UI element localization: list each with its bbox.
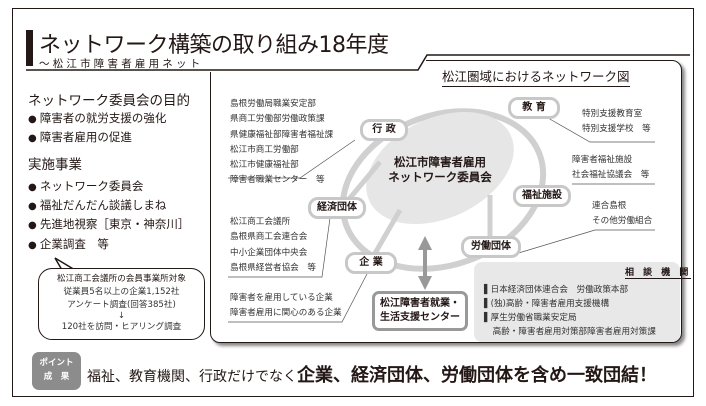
node-fukushi: 福祉施設 bbox=[513, 185, 571, 207]
member: 島根労働局職業安定部 bbox=[230, 99, 316, 109]
support-center-line: 松江障害者就業・ bbox=[380, 298, 460, 309]
purpose-item: 障害者雇用の促進 bbox=[28, 129, 132, 145]
bubble-line: 松江商工会議所の会員事業所対象 bbox=[57, 274, 186, 284]
network-ring bbox=[339, 108, 547, 272]
survey-speech-bubble: 松江商工会議所の会員事業所対象 従業員5名以上の企業1,152社 アンケート調査… bbox=[38, 268, 205, 340]
consult-item: 高齢・障害者雇用対策部障害者雇用対策課 bbox=[484, 327, 656, 337]
purpose-heading: ネットワーク委員会の目的 bbox=[28, 93, 190, 109]
member: 松江市商工労働部 bbox=[230, 144, 299, 155]
purpose-item: 障害者の就労支援の強化 bbox=[28, 110, 167, 126]
committee-line: ネットワーク委員会 bbox=[388, 170, 492, 184]
member: 松江商工会議所 bbox=[230, 217, 291, 227]
point-result-badge: ポイント 成 果 bbox=[32, 352, 81, 390]
member: 県商工労働部労働政策課 bbox=[230, 114, 325, 125]
node-kigyo: 企 業 bbox=[345, 252, 397, 274]
committee-label: 松江市障害者雇用 ネットワーク委員会 bbox=[375, 155, 505, 185]
fukushi-members: 障害者福祉施設 社会福祉協議会 等 bbox=[572, 153, 649, 184]
member: 県健康福祉部障害者福祉課 bbox=[230, 129, 334, 140]
bubble-line: 120社を訪問・ヒアリング調査 bbox=[61, 322, 182, 332]
consultation-box bbox=[474, 262, 680, 342]
node-keizai: 経済団体 bbox=[308, 197, 366, 219]
support-center-box: 松江障害者就業・ 生活支援センター bbox=[372, 291, 468, 331]
consult-item: ▌日本経済団体連合会 労働政策本部 bbox=[484, 285, 629, 295]
consult-list: ▌日本経済団体連合会 労働政策本部 ▌(独)高齢・障害者雇用支援機構 ▌厚生労働… bbox=[484, 283, 656, 339]
member: その他労働組合 bbox=[592, 216, 653, 227]
consult-item: ▌厚生労働省職業安定局 bbox=[484, 313, 577, 323]
outer-frame bbox=[12, 8, 694, 397]
down-arrow-icon: ↓ bbox=[117, 311, 126, 321]
activity-item: 企業調査 等 bbox=[28, 236, 109, 252]
node-rodo: 労働団体 bbox=[461, 236, 521, 258]
bubble-line: 従業員5名以上の企業1,152社 bbox=[63, 287, 180, 297]
activities-heading: 実施事業 bbox=[28, 157, 82, 173]
consult-title: 相 談 機 関 bbox=[625, 265, 692, 279]
arrow-down-icon bbox=[418, 276, 432, 290]
activity-item: 福祉だんだん談議しまね bbox=[28, 197, 167, 213]
bubble-line: アンケート調査(回答385社) bbox=[67, 300, 176, 310]
activity-item: ネットワーク委員会 bbox=[28, 178, 144, 194]
member: 障害者福祉施設 bbox=[572, 155, 633, 165]
title-bar-marker bbox=[26, 30, 33, 66]
member: 中小企業団体中央会 bbox=[230, 247, 308, 258]
member: 障害者を雇用している企業 bbox=[230, 293, 333, 303]
diagram-title: 松江圏域におけるネットワーク図 bbox=[442, 66, 630, 87]
member: 松江市健康福祉部 bbox=[230, 160, 299, 171]
member: 特別支援学校 等 bbox=[582, 124, 651, 135]
result-strong-text: 企業、経済団体、労働団体を含め一致団結！ bbox=[297, 365, 657, 386]
kigyo-members: 障害者を雇用している企業 障害者雇用に関心のある企業 bbox=[230, 291, 342, 322]
activity-item: 先進地視察［東京・神奈川］ bbox=[28, 216, 190, 232]
badge-line: ポイント bbox=[39, 358, 74, 368]
support-center-line: 生活支援センター bbox=[380, 312, 460, 323]
keizai-members: 松江商工会議所 島根県商工会連合会 中小企業団体中央会 島根県経営者協会 等 bbox=[230, 215, 316, 276]
center-ellipse bbox=[366, 111, 514, 225]
member: 島根県経営者協会 等 bbox=[230, 262, 316, 273]
member: 特別支援教育室 bbox=[582, 109, 643, 119]
member: 島根県商工会連合会 bbox=[230, 232, 308, 243]
node-gyosei: 行 政 bbox=[360, 119, 408, 141]
arrow-up-icon bbox=[418, 236, 432, 250]
member: 社会福祉協議会 等 bbox=[572, 170, 650, 181]
consult-item: ▌(独)高齢・障害者雇用支援機構 bbox=[484, 299, 610, 309]
rodo-members: 連合島根 その他労働組合 bbox=[592, 199, 652, 230]
result-normal-text: 福祉、教育機関、行政だけでなく bbox=[87, 369, 297, 385]
member: 障害者雇用に関心のある企業 bbox=[230, 308, 342, 319]
gyosei-members: 島根労働局職業安定部 県商工労働部労働政策課 県健康福祉部障害者福祉課 松江市商… bbox=[230, 97, 333, 189]
member: 障害者職業センター 等 bbox=[230, 175, 325, 186]
node-kyoiku: 教 育 bbox=[508, 97, 560, 119]
committee-line: 松江市障害者雇用 bbox=[394, 155, 486, 169]
page-title: ネットワーク構築の取り組み18年度 bbox=[39, 33, 389, 58]
kyoiku-members: 特別支援教育室 特別支援学校 等 bbox=[582, 107, 651, 138]
member: 連合島根 bbox=[592, 201, 627, 211]
badge-line: 成 果 bbox=[43, 372, 70, 382]
result-statement: 福祉、教育機関、行政だけでなく企業、経済団体、労働団体を含め一致団結！ bbox=[87, 361, 657, 387]
